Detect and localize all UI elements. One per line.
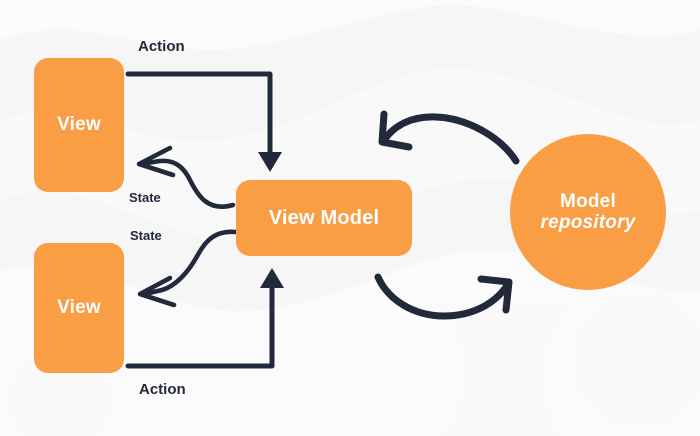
action-top-line <box>125 71 273 158</box>
action-bottom-arrowhead <box>260 268 284 288</box>
edge-label-state-top: State <box>129 190 161 205</box>
edge-label-action-bottom: Action <box>139 381 186 398</box>
node-view-model[interactable]: View Model <box>236 180 412 256</box>
state-bottom-squiggle <box>140 229 239 297</box>
node-view-top-label: View <box>57 114 101 136</box>
node-model-repository-label-line1: Model <box>560 190 616 212</box>
edge-label-action-top: Action <box>138 38 185 55</box>
node-view-bottom[interactable]: View <box>34 243 124 373</box>
node-model-repository[interactable]: Model repository <box>510 134 666 290</box>
edge-label-state-bottom: State <box>130 228 162 243</box>
repo-out-curve <box>381 113 520 165</box>
state-bottom-arrowhead <box>137 275 177 308</box>
node-view-top[interactable]: View <box>34 58 124 192</box>
node-view-model-label: View Model <box>268 206 380 229</box>
state-top-arrowhead <box>136 145 176 178</box>
action-top-arrowhead <box>258 152 282 172</box>
state-top-squiggle <box>139 158 236 209</box>
action-bottom-line <box>125 282 275 369</box>
node-view-bottom-label: View <box>57 297 101 319</box>
repo-in-arrowhead <box>477 275 513 314</box>
node-model-repository-label-line2: repository <box>540 212 636 233</box>
repo-in-curve <box>374 273 510 320</box>
repo-out-arrowhead <box>378 110 413 151</box>
